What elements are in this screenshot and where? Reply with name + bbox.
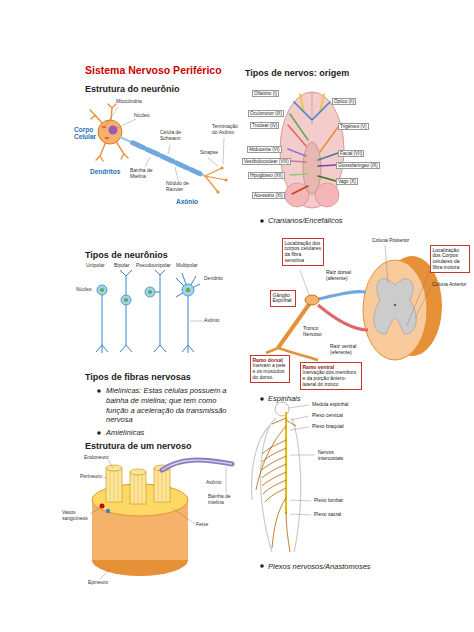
box-text: Inervação dos membros e da porção ântero… bbox=[303, 370, 360, 387]
part-label: Mitocôndria bbox=[116, 99, 142, 105]
part-label: Endoneuro bbox=[84, 455, 108, 461]
callout-box: Gânglio Espinhal bbox=[270, 290, 296, 307]
cranial-nerve-label: Facial (VII) bbox=[338, 150, 364, 157]
part-label: Raiz ventral (eferente) bbox=[330, 344, 362, 356]
section-heading: Tipos de fibras nervosas bbox=[85, 372, 191, 382]
part-label: Vasos sanguíneos bbox=[62, 510, 90, 522]
part-label: Pseudounipolar bbox=[136, 263, 171, 269]
callout-box: Localização dos corpos celulares da fibr… bbox=[282, 238, 324, 266]
spinal-nerves-figure bbox=[252, 402, 315, 552]
part-label: Unipolar bbox=[86, 263, 105, 269]
neuron-types-drawing bbox=[96, 270, 203, 353]
box-text: Localização dos Corpos celulares da fibr… bbox=[433, 248, 468, 271]
bullet-text: Plexos nervosos/Anastomoses bbox=[268, 562, 371, 572]
cranial-nerve-label: Óptico (II) bbox=[332, 98, 356, 105]
part-label: Célula de Schwann bbox=[160, 130, 192, 142]
box-text: Inervam a pele e os músculos do dorso. bbox=[253, 363, 288, 380]
part-label: Coluna Posterior bbox=[372, 238, 409, 244]
part-label: Nódulo de Ranvier bbox=[166, 181, 196, 193]
part-label: Núcleo bbox=[134, 113, 150, 119]
part-label: Plexo braquial bbox=[312, 424, 344, 430]
part-label: Sinapse bbox=[200, 150, 218, 156]
part-label: Medula espinhal bbox=[312, 402, 348, 408]
page-title: Sistema Nervoso Periférico bbox=[85, 64, 222, 76]
cranial-nerve-label: Hipoglosso (XII) bbox=[248, 172, 285, 179]
section-heading: Tipos de nervos: origem bbox=[245, 68, 349, 78]
cranial-nerve-label: Vestibulococlear (VIII) bbox=[242, 158, 291, 165]
cranial-nerve-label: Acessório (XI) bbox=[252, 192, 285, 199]
part-label: Nervos intercostais bbox=[318, 450, 348, 462]
cranial-nerve-label: Troclear (IV) bbox=[250, 122, 279, 129]
part-label: Axônio bbox=[204, 318, 219, 324]
cranial-nerve-label: Glossofaríngeo (IX) bbox=[336, 162, 380, 169]
part-label: Tronco Nervoso bbox=[303, 326, 331, 338]
bullet-text: Amielínicas bbox=[106, 428, 144, 438]
part-label: Axônio bbox=[206, 480, 221, 486]
cranial-nerve-label: Oculomotor (III) bbox=[248, 110, 284, 117]
part-label: Axônio bbox=[176, 198, 198, 205]
section-heading: Estrutura do neurônio bbox=[85, 84, 180, 94]
callout-box: Localização dos Corpos celulares da fibr… bbox=[430, 245, 470, 273]
section-heading: Estrutura de um nervoso bbox=[85, 441, 192, 451]
part-label: Núcleo bbox=[76, 287, 92, 293]
section-heading: Tipos de neurônios bbox=[85, 250, 168, 260]
cranial-nerve-label: Vago (X) bbox=[336, 178, 358, 185]
bullet-text: Espinhais bbox=[268, 394, 301, 404]
box-text: Gânglio Espinhal bbox=[273, 293, 294, 305]
callout-box: Ramo dorsalInervam a pele e os músculos … bbox=[250, 355, 290, 383]
part-label: Coluna Anterior bbox=[432, 282, 466, 288]
bullet-text: Cranianos/Encefálicos bbox=[268, 216, 343, 226]
cranial-nerve-label: Abducente (VI) bbox=[247, 146, 282, 153]
cranial-nerve-label: Olfatório (I) bbox=[252, 90, 279, 97]
part-label: Terminação do Axônio bbox=[212, 124, 240, 136]
neuron-drawing bbox=[90, 104, 228, 194]
part-label: Feixe bbox=[196, 522, 208, 528]
bullet-text: Mielínicas: Estas células possuem a bain… bbox=[106, 386, 230, 425]
part-label: Dendritos bbox=[90, 168, 120, 175]
nerve-drawing bbox=[90, 460, 232, 579]
part-label: Bainha de Mielina bbox=[130, 168, 160, 180]
part-label: Plexo cervical bbox=[312, 413, 343, 419]
part-label: Dendrito bbox=[204, 276, 223, 282]
part-label: Epineuro bbox=[88, 580, 108, 586]
part-label: Bainha de mielina bbox=[208, 494, 236, 506]
box-text: Localização dos corpos celulares da fibr… bbox=[285, 241, 322, 264]
brain-drawing bbox=[280, 92, 344, 208]
part-label: Corpo Celular bbox=[74, 126, 98, 141]
part-label: Bipolar bbox=[114, 263, 130, 269]
part-label: Plexo lombar bbox=[314, 498, 343, 504]
callout-box: Ramo ventralInervação dos membros e da p… bbox=[300, 362, 362, 390]
cranial-nerve-label: Trigêmeo (V) bbox=[338, 123, 369, 130]
part-label: Plexo sacral bbox=[314, 512, 341, 518]
part-label: Raiz dorsal (aferente) bbox=[326, 270, 360, 282]
part-label: Multipolar bbox=[176, 263, 198, 269]
neuron-cell-bodies bbox=[97, 284, 194, 305]
part-label: Perineuro bbox=[80, 474, 102, 480]
